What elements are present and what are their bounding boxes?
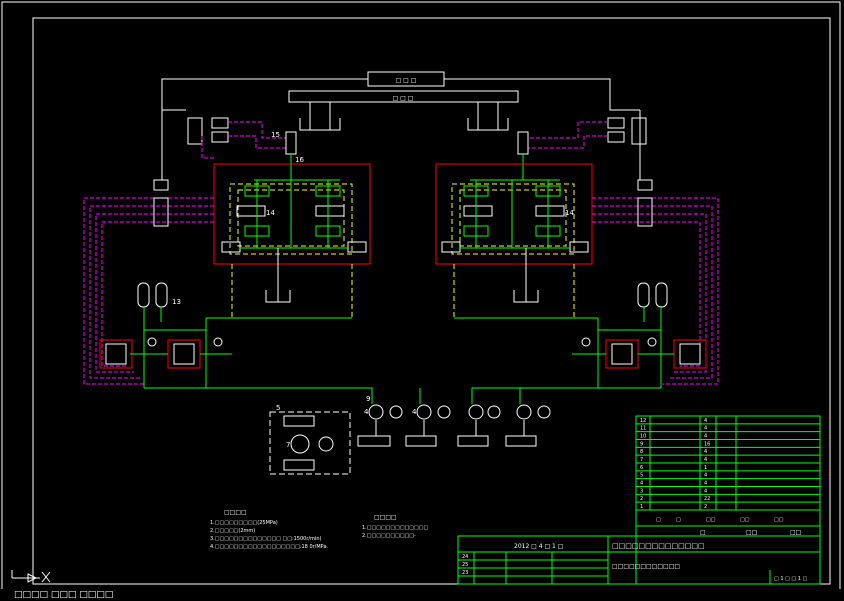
parts-row-qty: 4: [704, 418, 707, 424]
parts-row-qty: 4: [704, 449, 707, 455]
svg-text:23: 23: [462, 570, 468, 576]
svg-text:24: 24: [462, 554, 468, 560]
svg-text:□: □: [656, 517, 661, 523]
notes-right: □□□□ 1.□□□□□□□□□□□□□ 2.□□□□□□□□□□-: [362, 514, 428, 539]
svg-text:□: □: [700, 529, 706, 536]
svg-text:□□: □□: [746, 529, 757, 536]
parts-row-number: 9: [640, 441, 643, 447]
svg-text:13: 13: [172, 298, 181, 306]
svg-text:□□□□□□□□□□□□□□: □□□□□□□□□□□□□□: [612, 542, 705, 550]
pump-station: 4 4 9 7 5: [144, 387, 661, 475]
ucs-icon: [11, 570, 51, 583]
status-text: □□□□ □□□ □□□□: [14, 590, 114, 600]
left-circuit: 15 16 14 13: [83, 102, 371, 388]
parts-row-qty: 4: [704, 426, 707, 432]
parts-row-number: 5: [640, 473, 643, 479]
svg-text:□□: □□: [790, 529, 801, 536]
parts-row-qty: 4: [704, 488, 707, 494]
svg-text:□: □: [676, 517, 681, 523]
parts-row-number: 1: [640, 504, 643, 510]
parts-row-number: 6: [640, 465, 643, 471]
svg-text:□ 1 □ □ 1 □: □ 1 □ □ 1 □: [774, 576, 807, 582]
svg-text:2.□□□□□(2mm): 2.□□□□□(2mm): [210, 528, 255, 534]
svg-text:□□: □□: [740, 517, 750, 523]
svg-text:□□□□□□□□□□□□: □□□□□□□□□□□□: [612, 563, 680, 570]
svg-text:□□□□: □□□□: [224, 509, 247, 516]
parts-row-qty: 4: [704, 481, 707, 487]
svg-text:□ □ □: □ □ □: [396, 77, 417, 84]
svg-text:16: 16: [295, 156, 304, 164]
svg-text:3.□□□□□□□□□□□□□□ □□:1500r/min: 3.□□□□□□□□□□□□□□ □□:1500r/min): [210, 536, 322, 542]
parts-row-number: 12: [640, 418, 646, 424]
parts-row-number: 3: [640, 488, 643, 494]
svg-text:14: 14: [565, 209, 574, 217]
parts-row-qty: 4: [704, 473, 707, 479]
svg-text:4: 4: [364, 408, 369, 416]
svg-text:□□: □□: [706, 517, 716, 523]
svg-text:4.□□□□□□□□□□□□□□□□□□:18 0r/MPa: 4.□□□□□□□□□□□□□□□□□□:18 0r/MPa.: [210, 544, 329, 550]
parts-row-number: 7: [640, 457, 643, 463]
status-bar: □□□□ □□□ □□□□: [0, 589, 844, 601]
parts-row-number: 2: [640, 496, 643, 502]
parts-row-number: 4: [640, 481, 643, 487]
svg-text:25: 25: [462, 562, 468, 568]
svg-text:□ □ □: □ □ □: [393, 95, 414, 102]
svg-text:2012 □ 4 □ 1 □: 2012 □ 4 □ 1 □: [514, 543, 563, 550]
parts-row-qty: 2: [704, 504, 707, 510]
svg-text:9: 9: [366, 395, 370, 403]
svg-text:□□: □□: [774, 517, 784, 523]
top-control-unit: □ □ □ □ □ □: [161, 71, 641, 180]
svg-text:4: 4: [412, 408, 417, 416]
svg-text:1.□□□□□□□□□(25MPa): 1.□□□□□□□□□(25MPa): [210, 520, 278, 526]
notes-left: □□□□ 1.□□□□□□□□□(25MPa) 2.□□□□□(2mm) 3.□…: [210, 509, 329, 550]
svg-text:15: 15: [271, 131, 280, 139]
right-circuit: 14: [435, 102, 719, 388]
parts-row-number: 8: [640, 449, 643, 455]
parts-row-qty: 1: [704, 465, 707, 471]
svg-text:7: 7: [286, 441, 290, 449]
parts-row-qty: 16: [704, 441, 710, 447]
parts-row-number: 11: [640, 426, 646, 432]
svg-text:□□□□: □□□□: [374, 514, 397, 521]
svg-text:1.□□□□□□□□□□□□□: 1.□□□□□□□□□□□□□: [362, 525, 428, 531]
parts-row-qty: 4: [704, 434, 707, 440]
sheet-inner-frame: [32, 17, 831, 585]
parts-row-qty: 22: [704, 496, 710, 502]
parts-row-qty: 4: [704, 457, 707, 463]
svg-text:14: 14: [266, 209, 275, 217]
parts-row-number: 10: [640, 434, 646, 440]
svg-text:5: 5: [276, 404, 280, 412]
svg-text:2.□□□□□□□□□□-: 2.□□□□□□□□□□-: [362, 533, 416, 539]
